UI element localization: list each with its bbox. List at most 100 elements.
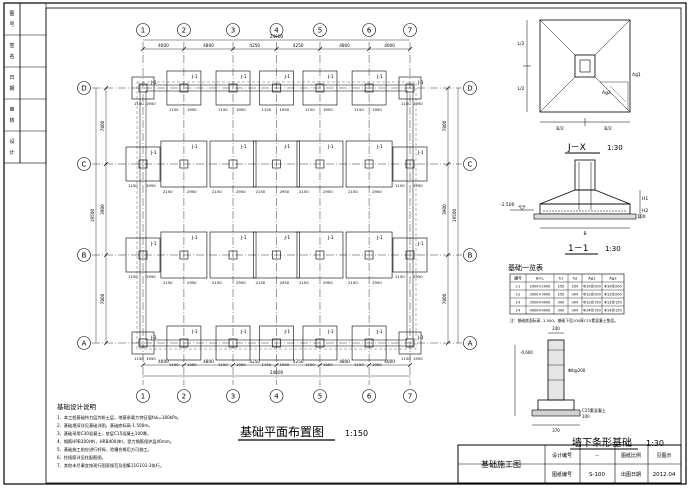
footing-dim: 2950 xyxy=(280,280,290,285)
dimension-tick xyxy=(140,46,146,52)
detail-jx-label: B/2 xyxy=(604,126,612,132)
column-outline xyxy=(228,338,238,348)
table-cell: 300 xyxy=(558,301,565,305)
footing-label: J-1 xyxy=(284,74,291,80)
drawing-frame xyxy=(45,7,682,484)
footing-dim: 1150 xyxy=(401,101,411,106)
footing-dim: 1950 xyxy=(372,362,382,367)
footing-label: J-1 xyxy=(327,74,334,80)
dimension-tick xyxy=(274,362,279,368)
footing-outline xyxy=(131,76,155,100)
axis-bubble xyxy=(463,81,477,95)
detail-jx-title: J－X xyxy=(567,143,586,153)
footing-dim: 2950 xyxy=(280,189,290,194)
footing-label: J-1 xyxy=(240,329,247,335)
footing-dim: 2150 xyxy=(163,189,173,194)
footing-outline xyxy=(209,140,257,188)
axis-bubble xyxy=(77,248,91,262)
table-cell: J-1 xyxy=(515,285,520,289)
footing-dim: 1950 xyxy=(236,362,246,367)
footing-outline xyxy=(166,70,202,106)
footing-dim: 1950 xyxy=(413,101,423,106)
detail-jx: B/2 B/2 L/2 L/2 Ag1 Ag2 xyxy=(518,19,641,132)
axis-bubble xyxy=(313,23,327,37)
footing-dim: 2950 xyxy=(236,280,246,285)
column-outline xyxy=(272,250,281,260)
footing-dim: 1150 xyxy=(128,183,138,188)
side-strip-label: 名 xyxy=(9,53,14,60)
dimension-tick xyxy=(230,46,236,52)
table-cell: 200 xyxy=(572,285,579,289)
footing-outline xyxy=(259,70,294,106)
column-outline xyxy=(315,250,325,260)
footing-outline xyxy=(259,325,294,361)
footing-dim: 2950 xyxy=(323,280,333,285)
axis-bubble-label: 5 xyxy=(318,27,322,35)
detail-1-1: -1.500 100 H1 H2 B xyxy=(500,159,648,237)
axis-bubble-label: 3 xyxy=(231,393,235,401)
footing-dim: 2150 xyxy=(212,189,222,194)
strip-label: 240 xyxy=(552,326,560,331)
footing-label: J-1 xyxy=(417,80,424,86)
table-cell: 300 xyxy=(558,309,565,313)
table-cell: 250 xyxy=(558,285,565,289)
dimension-label: 4250 xyxy=(293,43,304,48)
strip-scale: 1:30 xyxy=(646,439,664,448)
axis-bubble xyxy=(226,23,240,37)
footing-outline xyxy=(302,325,338,361)
footing-dim: 1150 xyxy=(354,107,364,112)
detail-11-label: B xyxy=(583,231,586,237)
detail-11-label: H1 xyxy=(642,196,648,202)
table-header-cell: h2 xyxy=(573,276,578,281)
footing-dim: 1950 xyxy=(187,107,197,112)
dimension-label: 19500 xyxy=(452,209,457,223)
footing-label: J-1 xyxy=(240,144,247,150)
footing-dim: 1950 xyxy=(187,362,197,367)
dimension-label: 7800 xyxy=(100,293,105,304)
axis-bubble-label: 5 xyxy=(318,393,322,401)
dimension-label: 4250 xyxy=(293,359,304,364)
footing-dim: 2150 xyxy=(212,280,222,285)
column-outline xyxy=(179,83,189,93)
footing-label: J-1 xyxy=(327,235,334,241)
dimension-tick xyxy=(317,46,323,52)
axis-bubble xyxy=(313,389,327,403)
footing-outline xyxy=(345,231,393,279)
axis-bubble xyxy=(77,336,91,350)
title-block-cell: 出图日期 xyxy=(621,471,641,478)
footing-label: J-1 xyxy=(191,235,198,241)
footing-label: J-1 xyxy=(284,235,291,241)
notes-title: 基础设计说明 xyxy=(57,402,97,411)
strip-label: Φ8@200 xyxy=(568,368,586,373)
footing-dim: 1950 xyxy=(323,107,333,112)
axis-bubble-label: C xyxy=(82,161,87,169)
footing-dim: 2950 xyxy=(187,189,197,194)
axis-bubble-label: 7 xyxy=(408,27,412,35)
footing-dim: 2150 xyxy=(256,189,266,194)
footing-dim: 2150 xyxy=(299,280,309,285)
footing-dim: 1950 xyxy=(280,107,290,112)
table-cell: 2000×2000 xyxy=(530,285,551,289)
footing-outline xyxy=(160,140,208,188)
footing-label: J-1 xyxy=(240,235,247,241)
dimension-label: 4000 xyxy=(384,359,395,364)
side-strip-label: 期 xyxy=(9,86,14,92)
footing-label: J-1 xyxy=(376,329,383,335)
axis-bubble xyxy=(269,23,284,37)
axis-bubble-label: A xyxy=(468,340,473,348)
table-cell: Φ14@150 xyxy=(604,309,621,313)
dimension-tick xyxy=(181,362,187,368)
footing-dim: 1150 xyxy=(128,274,138,279)
footing-outline xyxy=(392,146,428,182)
footing-label: J-1 xyxy=(150,80,157,86)
detail-jx-label: Ag2 xyxy=(602,90,611,96)
strip-title: 墙下条形基础 xyxy=(572,436,632,449)
footing-outline xyxy=(160,231,208,279)
column-outline xyxy=(315,159,325,169)
dimension-label: 19500 xyxy=(90,209,95,223)
dimension-label: 4800 xyxy=(203,43,214,48)
axis-bubble xyxy=(403,23,417,37)
dimension-label: 4000 xyxy=(158,43,169,48)
column-outline xyxy=(138,250,148,260)
